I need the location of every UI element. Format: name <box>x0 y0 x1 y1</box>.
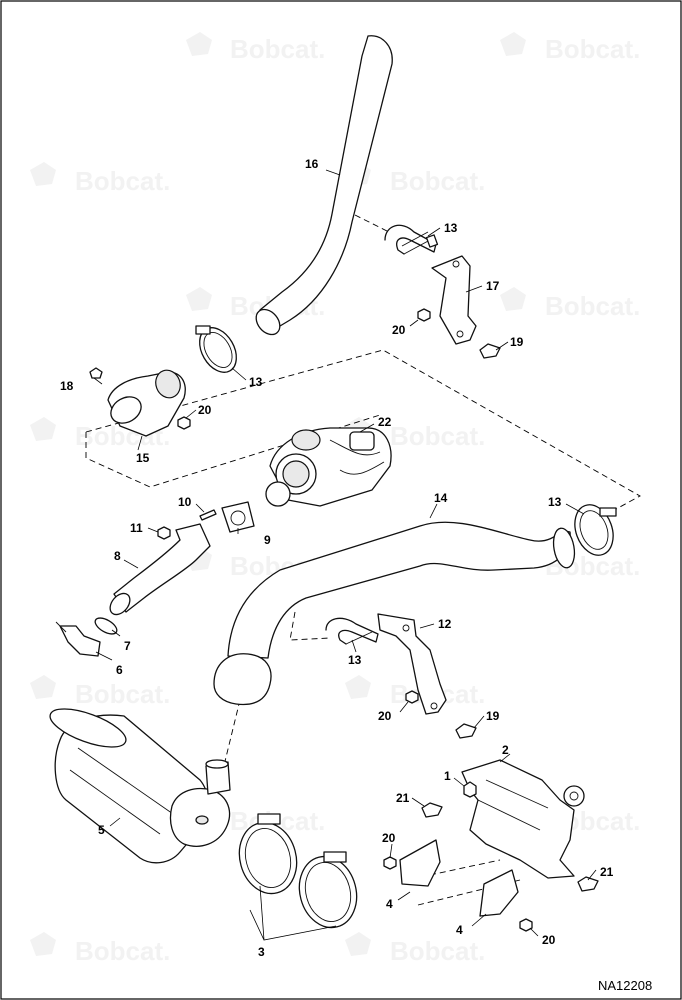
callout-2: 2 <box>502 743 509 757</box>
part-13-u-bolt-clamp <box>384 224 439 255</box>
watermark-logo: Bobcat. <box>186 32 325 64</box>
part-16-stack-pipe <box>255 35 393 336</box>
watermark-logo: Bobcat. <box>345 417 485 451</box>
callout-19: 19 <box>486 709 500 723</box>
part-10-stud <box>199 509 217 521</box>
part-13-band-clamp <box>574 504 617 556</box>
callout-21: 21 <box>600 865 614 879</box>
callout-17: 17 <box>486 279 500 293</box>
part-3-band-clamp <box>238 813 298 895</box>
callout-4: 4 <box>386 897 393 911</box>
part-7-gasket <box>94 617 118 635</box>
part-22-turbocharger <box>265 427 392 507</box>
part-19-bolt <box>455 723 477 739</box>
callout-14: 14 <box>434 491 448 505</box>
part-15-exhaust-elbow <box>107 369 186 437</box>
callout-13: 13 <box>249 375 263 389</box>
svg-text:Bobcat.: Bobcat. <box>390 936 485 966</box>
part-13-u-bolt-clamp <box>325 617 379 645</box>
leader-lines <box>93 169 597 941</box>
callout-4: 4 <box>456 923 463 937</box>
bracket-alignment-line <box>289 611 331 641</box>
turbo-group-boundary <box>85 349 641 521</box>
pipe-16-alignment-line <box>354 214 396 236</box>
callout-5: 5 <box>98 823 105 837</box>
callout-19: 19 <box>510 335 524 349</box>
watermark-logo: Bobcat. <box>500 287 640 321</box>
part-4-heat-shield <box>399 839 441 887</box>
svg-text:Bobcat.: Bobcat. <box>390 166 485 196</box>
watermark-logo: Bobcat. <box>30 162 170 196</box>
callout-9: 9 <box>264 533 271 547</box>
part-5-muffler <box>49 708 231 864</box>
part-8-exhaust-pipe <box>109 523 211 616</box>
svg-text:Bobcat.: Bobcat. <box>75 936 170 966</box>
watermark-logo: Bobcat. <box>30 675 170 709</box>
part-20-nut <box>417 308 431 322</box>
callout-13: 13 <box>348 653 362 667</box>
watermark-logo: Bobcat. <box>500 32 640 64</box>
part-20-nut <box>519 918 533 932</box>
callout-20: 20 <box>382 831 396 845</box>
callout-7: 7 <box>124 639 131 653</box>
part-20-nut <box>383 856 397 870</box>
callout-20: 20 <box>542 933 556 947</box>
part-11-nut <box>157 526 171 540</box>
callout-12: 12 <box>438 617 452 631</box>
callout-20: 20 <box>198 403 212 417</box>
svg-text:Bobcat.: Bobcat. <box>545 291 640 321</box>
part-9-gasket <box>221 501 255 533</box>
callout-1: 1 <box>444 769 451 783</box>
callout-labels: 16 13 17 20 19 13 18 20 15 22 14 13 10 1… <box>60 157 614 959</box>
callout-8: 8 <box>114 549 121 563</box>
part-4-heat-shield <box>479 869 519 917</box>
callout-3: 3 <box>258 945 265 959</box>
part-13-band-clamp <box>195 325 237 373</box>
callout-11: 11 <box>130 521 143 535</box>
diagram-code: NA12208 <box>598 978 652 993</box>
part-6-sensor <box>55 621 101 657</box>
part-12-mounting-bracket <box>377 613 447 715</box>
watermark-logo: Bobcat. <box>345 932 485 966</box>
svg-text:Bobcat.: Bobcat. <box>230 34 325 64</box>
svg-text:Bobcat.: Bobcat. <box>390 421 485 451</box>
svg-text:Bobcat.: Bobcat. <box>545 34 640 64</box>
svg-text:Bobcat.: Bobcat. <box>75 166 170 196</box>
part-3-band-clamp <box>298 851 358 929</box>
callout-13: 13 <box>548 495 562 509</box>
callout-18: 18 <box>60 379 74 393</box>
part-20-nut <box>405 690 419 704</box>
watermark-logo: Bobcat. <box>30 932 170 966</box>
callout-22: 22 <box>378 415 392 429</box>
callout-10: 10 <box>178 495 192 509</box>
callout-20: 20 <box>378 709 392 723</box>
callout-20: 20 <box>392 323 406 337</box>
svg-text:Bobcat.: Bobcat. <box>75 679 170 709</box>
part-19-bolt <box>479 343 501 359</box>
exhaust-alignment-line <box>217 699 241 791</box>
part-2-muffler-bracket <box>461 759 585 879</box>
part-17-mounting-bracket <box>431 255 477 345</box>
callout-21: 21 <box>396 791 410 805</box>
callout-16: 16 <box>305 157 319 171</box>
part-21-bolt <box>577 876 599 892</box>
part-18-bolt <box>89 367 103 379</box>
callout-15: 15 <box>136 451 150 465</box>
heat-shield-alignment-line <box>417 859 521 906</box>
callout-13: 13 <box>444 221 458 235</box>
part-14-exhaust-pipe <box>213 521 576 706</box>
callout-6: 6 <box>116 663 123 677</box>
part-20-nut <box>177 416 191 430</box>
part-21-bolt <box>421 802 443 818</box>
part-1-bolt <box>463 781 477 798</box>
